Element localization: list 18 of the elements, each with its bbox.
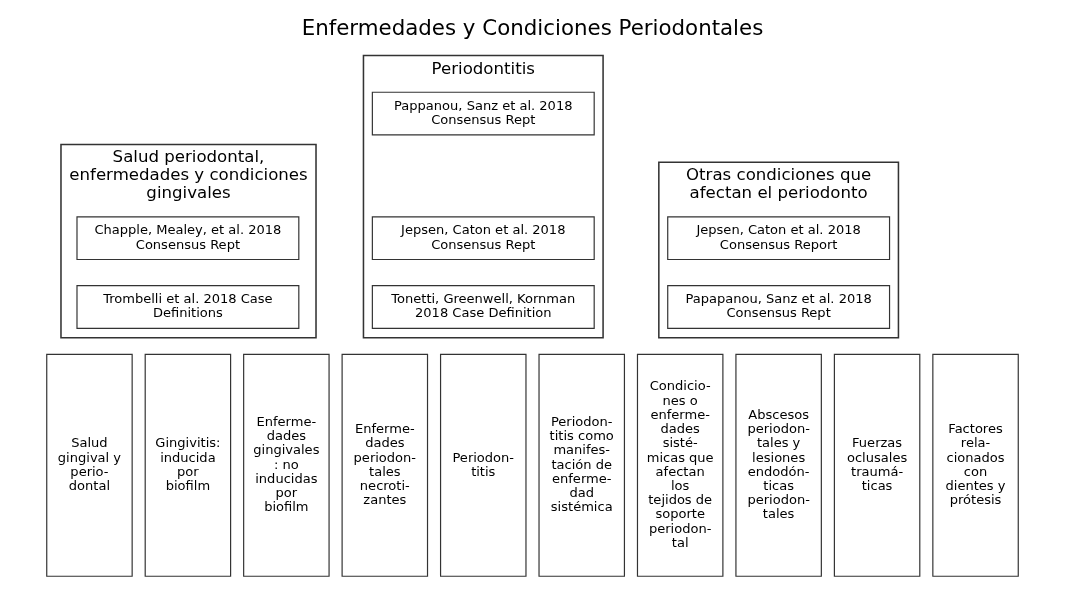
node-box: Periodon- titis	[439, 353, 527, 577]
node-box: Enferme- dades periodon- tales necroti- zantes	[341, 353, 429, 577]
node-box: Abscesos periodon- tales y lesiones endodón- ticas periodon- tales	[735, 353, 822, 577]
node-box: Enferme- dades gingivales : no inducidas por biofilm	[243, 353, 330, 577]
node-box: Tonetti, Greenwell, Kornman 2018 Case Definition	[371, 285, 595, 329]
node-box: Salud gingival y perio- dontal	[46, 353, 133, 577]
node-box: Pappanou, Sanz et al. 2018 Consensus Rept	[371, 91, 595, 136]
node-box: Factores rela- cionados con dientes y prótesis	[932, 353, 1019, 577]
node-box: Trombelli et al. 2018 Case Definitions	[76, 285, 300, 329]
node-box: Papapanou, Sanz et al. 2018 Consensus Rept	[667, 285, 891, 329]
diagram-title: Enfermedades y Condiciones Periodontales	[301, 14, 764, 40]
node-box: Chapple, Mealey, et al. 2018 Consensus Rept	[76, 216, 300, 261]
node-box: Gingivitis: inducida por biofilm	[144, 353, 232, 577]
node-box: Jepsen, Caton et al. 2018 Consensus Report	[667, 216, 891, 261]
node-box: Fuerzas oclusales traumá- ticas	[833, 353, 921, 577]
node-box: Periodon- titis como manifes- tación de enferme- dad sistémica	[538, 353, 626, 577]
node-box: Jepsen, Caton et al. 2018 Consensus Rept	[371, 216, 595, 261]
node-box: Condicio- nes o enferme- dades sisté- micas que afectan los tejidos de soporte periodon- tal	[636, 353, 724, 577]
